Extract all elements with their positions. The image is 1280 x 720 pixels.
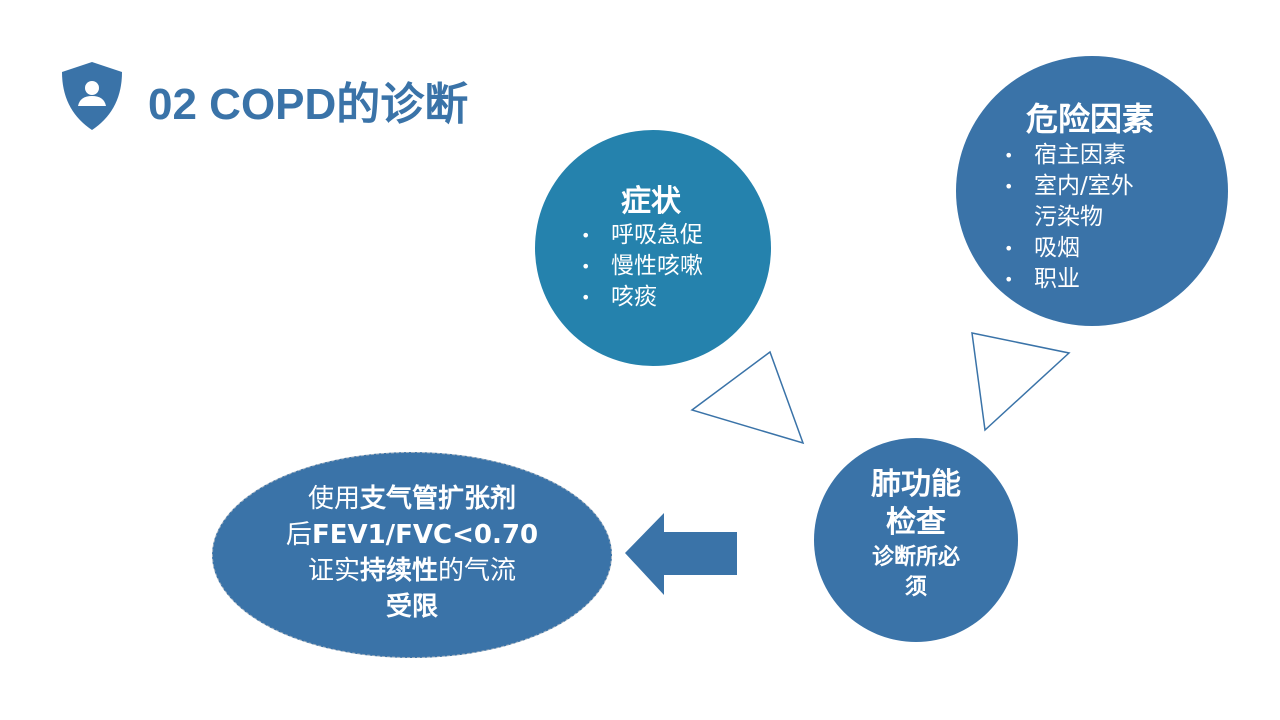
- criteria-text-bold: 持续性: [359, 556, 438, 586]
- criteria-text: 使用: [307, 484, 360, 514]
- lung-heading-2: 检查: [886, 505, 946, 540]
- lung-function-circle: 肺功能 检查 诊断所必 须: [814, 438, 1018, 642]
- list-item: 呼吸急促: [581, 220, 771, 251]
- risk-list: 宿主因素 室内/室外污染物 吸烟 职业: [1004, 140, 1154, 295]
- criteria-text-bold: 受限: [385, 592, 438, 622]
- page-title: 02 COPD的诊断: [148, 80, 469, 129]
- symptoms-circle: 症状 呼吸急促 慢性咳嗽 咳痰: [535, 130, 771, 366]
- criteria-text: 证实: [307, 556, 360, 586]
- symptoms-list: 呼吸急促 慢性咳嗽 咳痰: [581, 220, 771, 313]
- lung-heading-1: 肺功能: [871, 467, 961, 502]
- list-item: 慢性咳嗽: [581, 251, 771, 282]
- list-item: 职业: [1004, 264, 1154, 295]
- criteria-text: 后: [285, 520, 312, 550]
- arrow-left-icon: [625, 513, 737, 595]
- criteria-text-bold: 支气管扩张剂: [360, 484, 517, 514]
- risk-heading: 危险因素: [1025, 100, 1154, 138]
- shield-user-icon: [62, 62, 122, 130]
- triangle-right: [971, 332, 1071, 432]
- lung-sub-1: 诊断所必: [871, 545, 960, 570]
- lung-sub-2: 须: [904, 575, 927, 600]
- risk-circle: 危险因素 宿主因素 室内/室外污染物 吸烟 职业: [956, 56, 1228, 326]
- symptoms-heading: 症状: [621, 184, 681, 219]
- list-item: 咳痰: [581, 282, 771, 313]
- list-item: 宿主因素: [1004, 140, 1154, 171]
- criteria-text-bold: FEV1/FVC<0.70: [311, 520, 539, 550]
- list-item: 吸烟: [1004, 233, 1154, 264]
- triangle-left: [690, 350, 805, 445]
- criteria-text: 的气流: [438, 556, 517, 586]
- criteria-ellipse: 使用支气管扩张剂 后FEV1/FVC<0.70 证实持续性的气流 受限: [212, 452, 612, 658]
- list-item: 室内/室外污染物: [1004, 171, 1154, 233]
